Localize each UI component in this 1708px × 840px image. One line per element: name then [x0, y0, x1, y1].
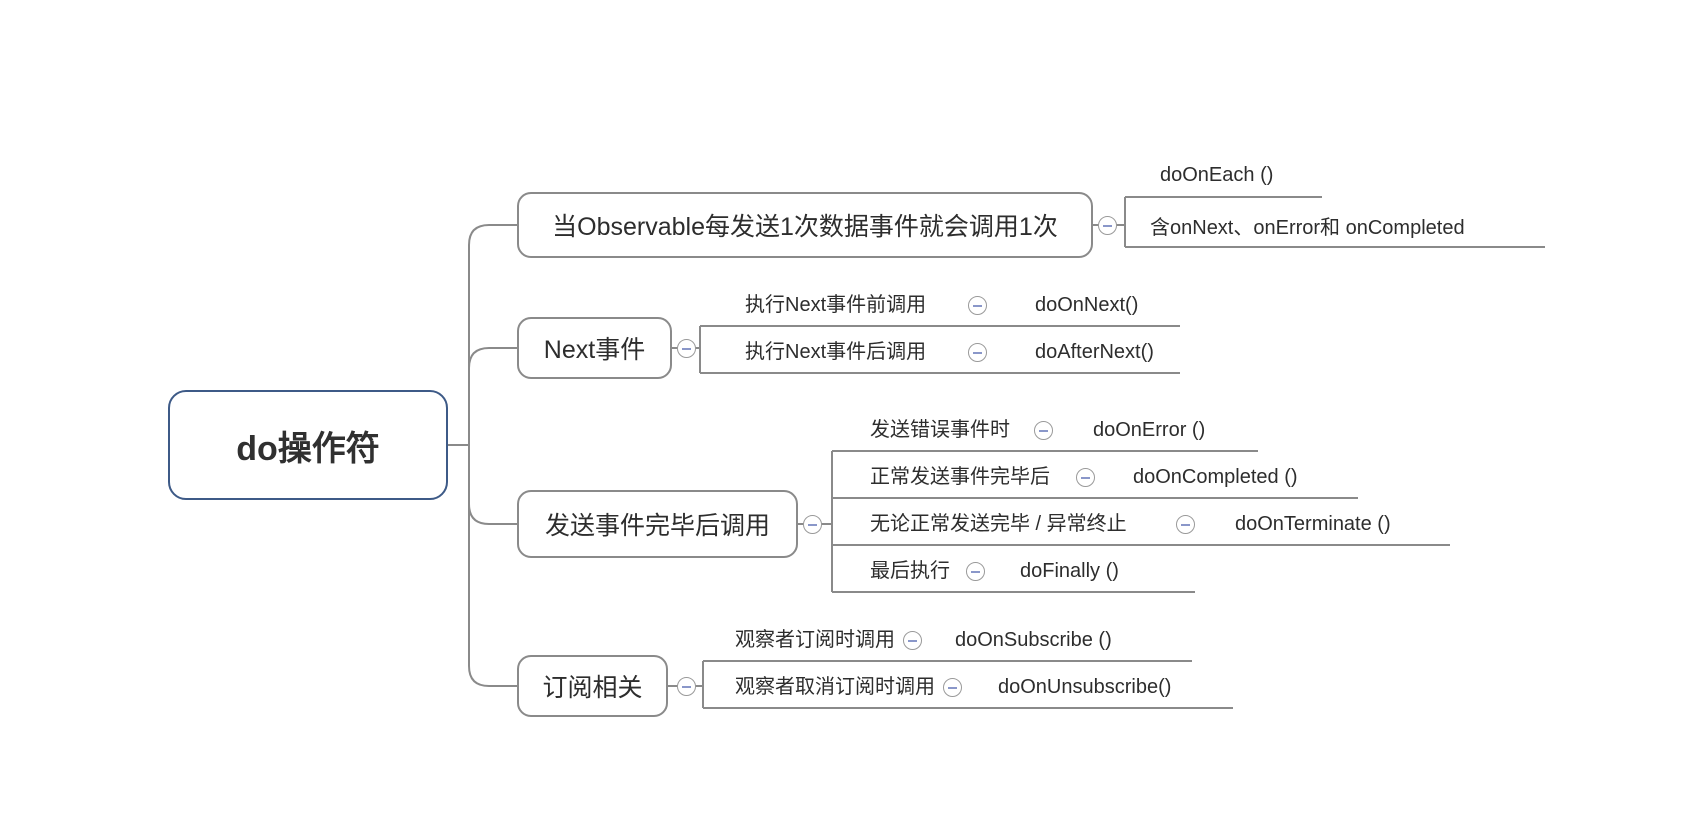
root-topic[interactable]: do操作符 — [168, 390, 448, 500]
collapse-minus-icon[interactable] — [803, 515, 822, 534]
connector-elbow-branch-3 — [468, 503, 517, 525]
branch-topic-1-label: 当Observable每发送1次数据事件就会调用1次 — [552, 213, 1058, 241]
collapse-minus-icon[interactable] — [966, 562, 985, 581]
function-label[interactable]: doFinally () — [1020, 560, 1119, 582]
collapse-minus-icon[interactable] — [1034, 421, 1053, 440]
function-label[interactable]: doAfterNext() — [1035, 341, 1154, 363]
collapse-minus-icon[interactable] — [903, 631, 922, 650]
function-label[interactable]: doOnNext() — [1035, 294, 1139, 316]
subtopic-label[interactable]: 观察者订阅时调用 — [735, 629, 895, 651]
subtopic-label[interactable]: 最后执行 — [870, 560, 950, 582]
subtopic-label[interactable]: 发送错误事件时 — [870, 419, 1010, 441]
function-label[interactable]: doOnError () — [1093, 419, 1206, 441]
collapse-minus-icon[interactable] — [1098, 216, 1117, 235]
collapse-minus-icon[interactable] — [943, 678, 962, 697]
subtopic-label[interactable]: doOnEach () — [1160, 164, 1274, 186]
branch-topic-3[interactable]: 发送事件完毕后调用 — [517, 490, 798, 558]
function-label[interactable]: doOnCompleted () — [1133, 466, 1298, 488]
collapse-minus-icon[interactable] — [677, 339, 696, 358]
function-label[interactable]: doOnTerminate () — [1235, 513, 1391, 535]
branch-topic-2[interactable]: Next事件 — [517, 317, 672, 379]
subtopic-label[interactable]: 正常发送事件完毕后 — [870, 466, 1050, 488]
branch-topic-1[interactable]: 当Observable每发送1次数据事件就会调用1次 — [517, 192, 1093, 258]
branch-topic-3-label: 发送事件完毕后调用 — [544, 512, 770, 540]
branch-topic-4[interactable]: 订阅相关 — [517, 655, 668, 717]
subtopic-label[interactable]: 执行Next事件前调用 — [745, 294, 927, 316]
collapse-minus-icon[interactable] — [677, 677, 696, 696]
branch-topic-4-label: 订阅相关 — [542, 674, 643, 702]
subtopic-label[interactable]: 无论正常发送完毕 / 异常终止 — [870, 513, 1127, 535]
collapse-minus-icon[interactable] — [968, 343, 987, 362]
collapse-minus-icon[interactable] — [968, 296, 987, 315]
collapse-minus-icon[interactable] — [1076, 468, 1095, 487]
function-label[interactable]: doOnSubscribe () — [955, 629, 1112, 651]
connector-trunk — [468, 224, 517, 687]
subtopic-label[interactable]: 含onNext、onError和 onCompleted — [1150, 217, 1465, 239]
branch-topic-2-label: Next事件 — [543, 336, 646, 364]
connector-elbow-branch-2 — [468, 347, 517, 369]
collapse-minus-icon[interactable] — [1176, 515, 1195, 534]
subtopic-label[interactable]: 执行Next事件后调用 — [745, 341, 927, 363]
subtopic-label[interactable]: 观察者取消订阅时调用 — [735, 676, 935, 698]
root-topic-label: do操作符 — [236, 429, 380, 468]
function-label[interactable]: doOnUnsubscribe() — [998, 676, 1172, 698]
